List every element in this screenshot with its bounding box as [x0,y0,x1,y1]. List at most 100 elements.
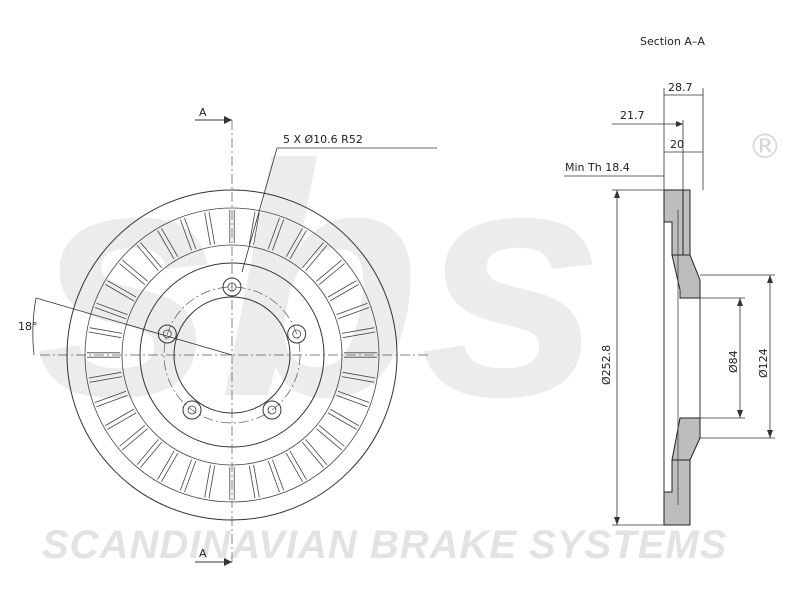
cooling-vane [161,228,179,258]
cooling-vane [204,464,211,498]
cooling-vane [267,460,280,493]
cooling-vane [342,331,376,339]
cooling-vane [157,450,175,480]
cooling-vane [289,450,307,480]
bolt-hole-inner [267,405,277,415]
cooling-vane [272,219,285,251]
dim-hat-offset: 21.7 [620,109,645,122]
cooling-vane [305,245,328,271]
cooling-vane [327,280,357,298]
cooling-vane [179,219,192,251]
disc-section-view: Section A–A 28.7 21.7 20 Min Th 18.4 Ø25… [564,35,775,526]
cooling-vane [136,245,159,271]
cooling-vane [88,371,122,379]
cooling-vane [179,459,192,491]
angle-dimension: 18° [18,297,233,356]
cooling-vane [161,452,179,482]
cooling-vane [94,390,127,403]
cooling-vane [329,284,359,302]
cooling-vane [285,228,303,258]
cooling-vane [157,230,175,260]
section-lower-friction-ring [663,459,691,526]
cooling-vane [89,327,123,334]
cooling-vane [289,230,307,260]
section-upper-hat [671,254,701,299]
bolt-hole-inner [162,329,172,339]
section-marker-top-label: A [199,106,207,119]
cooling-vane [208,465,216,499]
cooling-vane [267,217,280,250]
cooling-vane [107,280,137,298]
registered-mark: ® [748,127,782,167]
cooling-vane [204,212,211,246]
cooling-vane [301,441,324,468]
cooling-vane [248,211,256,245]
cooling-vane [336,395,368,408]
cooling-vane [316,259,342,282]
section-upper-outer-plate [682,189,691,261]
cooling-vanes [87,210,377,500]
cooling-vane [140,441,163,468]
cooling-vane [329,408,359,426]
cooling-vane [136,439,159,465]
sbs-watermark-logo: sbs ® [35,96,782,465]
cooling-vane [248,465,256,499]
cooling-vane [342,371,376,379]
bolt-callout-label: 5 X Ø10.6 R52 [283,133,363,146]
bolt-callout: 5 X Ø10.6 R52 [241,133,437,273]
cooling-vane [184,217,197,250]
cooling-vane [94,307,127,320]
cooling-vane [272,459,285,491]
cooling-vane [119,424,146,447]
bolt-hole-inner [292,329,302,339]
section-title: Section A–A [640,35,705,48]
cooling-vane [96,302,128,315]
cooling-vane [122,428,148,451]
cooling-vane [105,408,135,426]
cooling-vane [253,464,260,498]
section-marker-top: A [195,106,232,124]
cooling-vane [285,452,303,482]
cooling-vane [305,439,328,465]
cooling-vane [337,307,370,320]
cooling-vane [341,376,375,383]
disc-front-view: A A 5 X Ø10.6 R52 18° [18,106,437,566]
cooling-vane [301,242,324,269]
cooling-vane [122,259,148,282]
bolt-hole [182,400,202,420]
cooling-vane [88,331,122,339]
cooling-vane [105,284,135,302]
section-marker-bottom-label: A [199,547,207,560]
bolt-hole [262,400,282,420]
cooling-vane [316,428,342,451]
cooling-vane [96,395,128,408]
cooling-vane [337,390,370,403]
cooling-vane [107,412,137,430]
section-marker-bottom: A [195,547,232,566]
cooling-vane [140,242,163,269]
bolt-hole [157,324,177,344]
dim-hub-diameter: Ø124 [757,348,770,378]
cooling-vane [327,412,357,430]
cooling-vane [208,211,216,245]
angle-label: 18° [18,320,38,333]
min-thickness-label: Min Th 18.4 [565,161,630,174]
cooling-vane [184,460,197,493]
cooling-vane [89,376,123,383]
cooling-vane [119,263,146,286]
dim-disc-thickness: 20 [670,138,684,151]
section-lower-hat [671,417,701,461]
bolt-hole [287,324,307,344]
dim-total-width: 28.7 [668,81,693,94]
cooling-vane [253,212,260,246]
dim-outer-diameter: Ø252.8 [600,345,613,385]
bolt-hole-inner [187,405,197,415]
cooling-vane [318,263,345,286]
cooling-vane [336,302,368,315]
watermark-logo-text: sbs [35,96,604,465]
cooling-vane [341,327,375,334]
watermark-company-name: SCANDINAVIAN BRAKE SYSTEMS [42,523,727,567]
dim-center-bore: Ø84 [727,350,740,373]
cooling-vane [318,424,345,447]
